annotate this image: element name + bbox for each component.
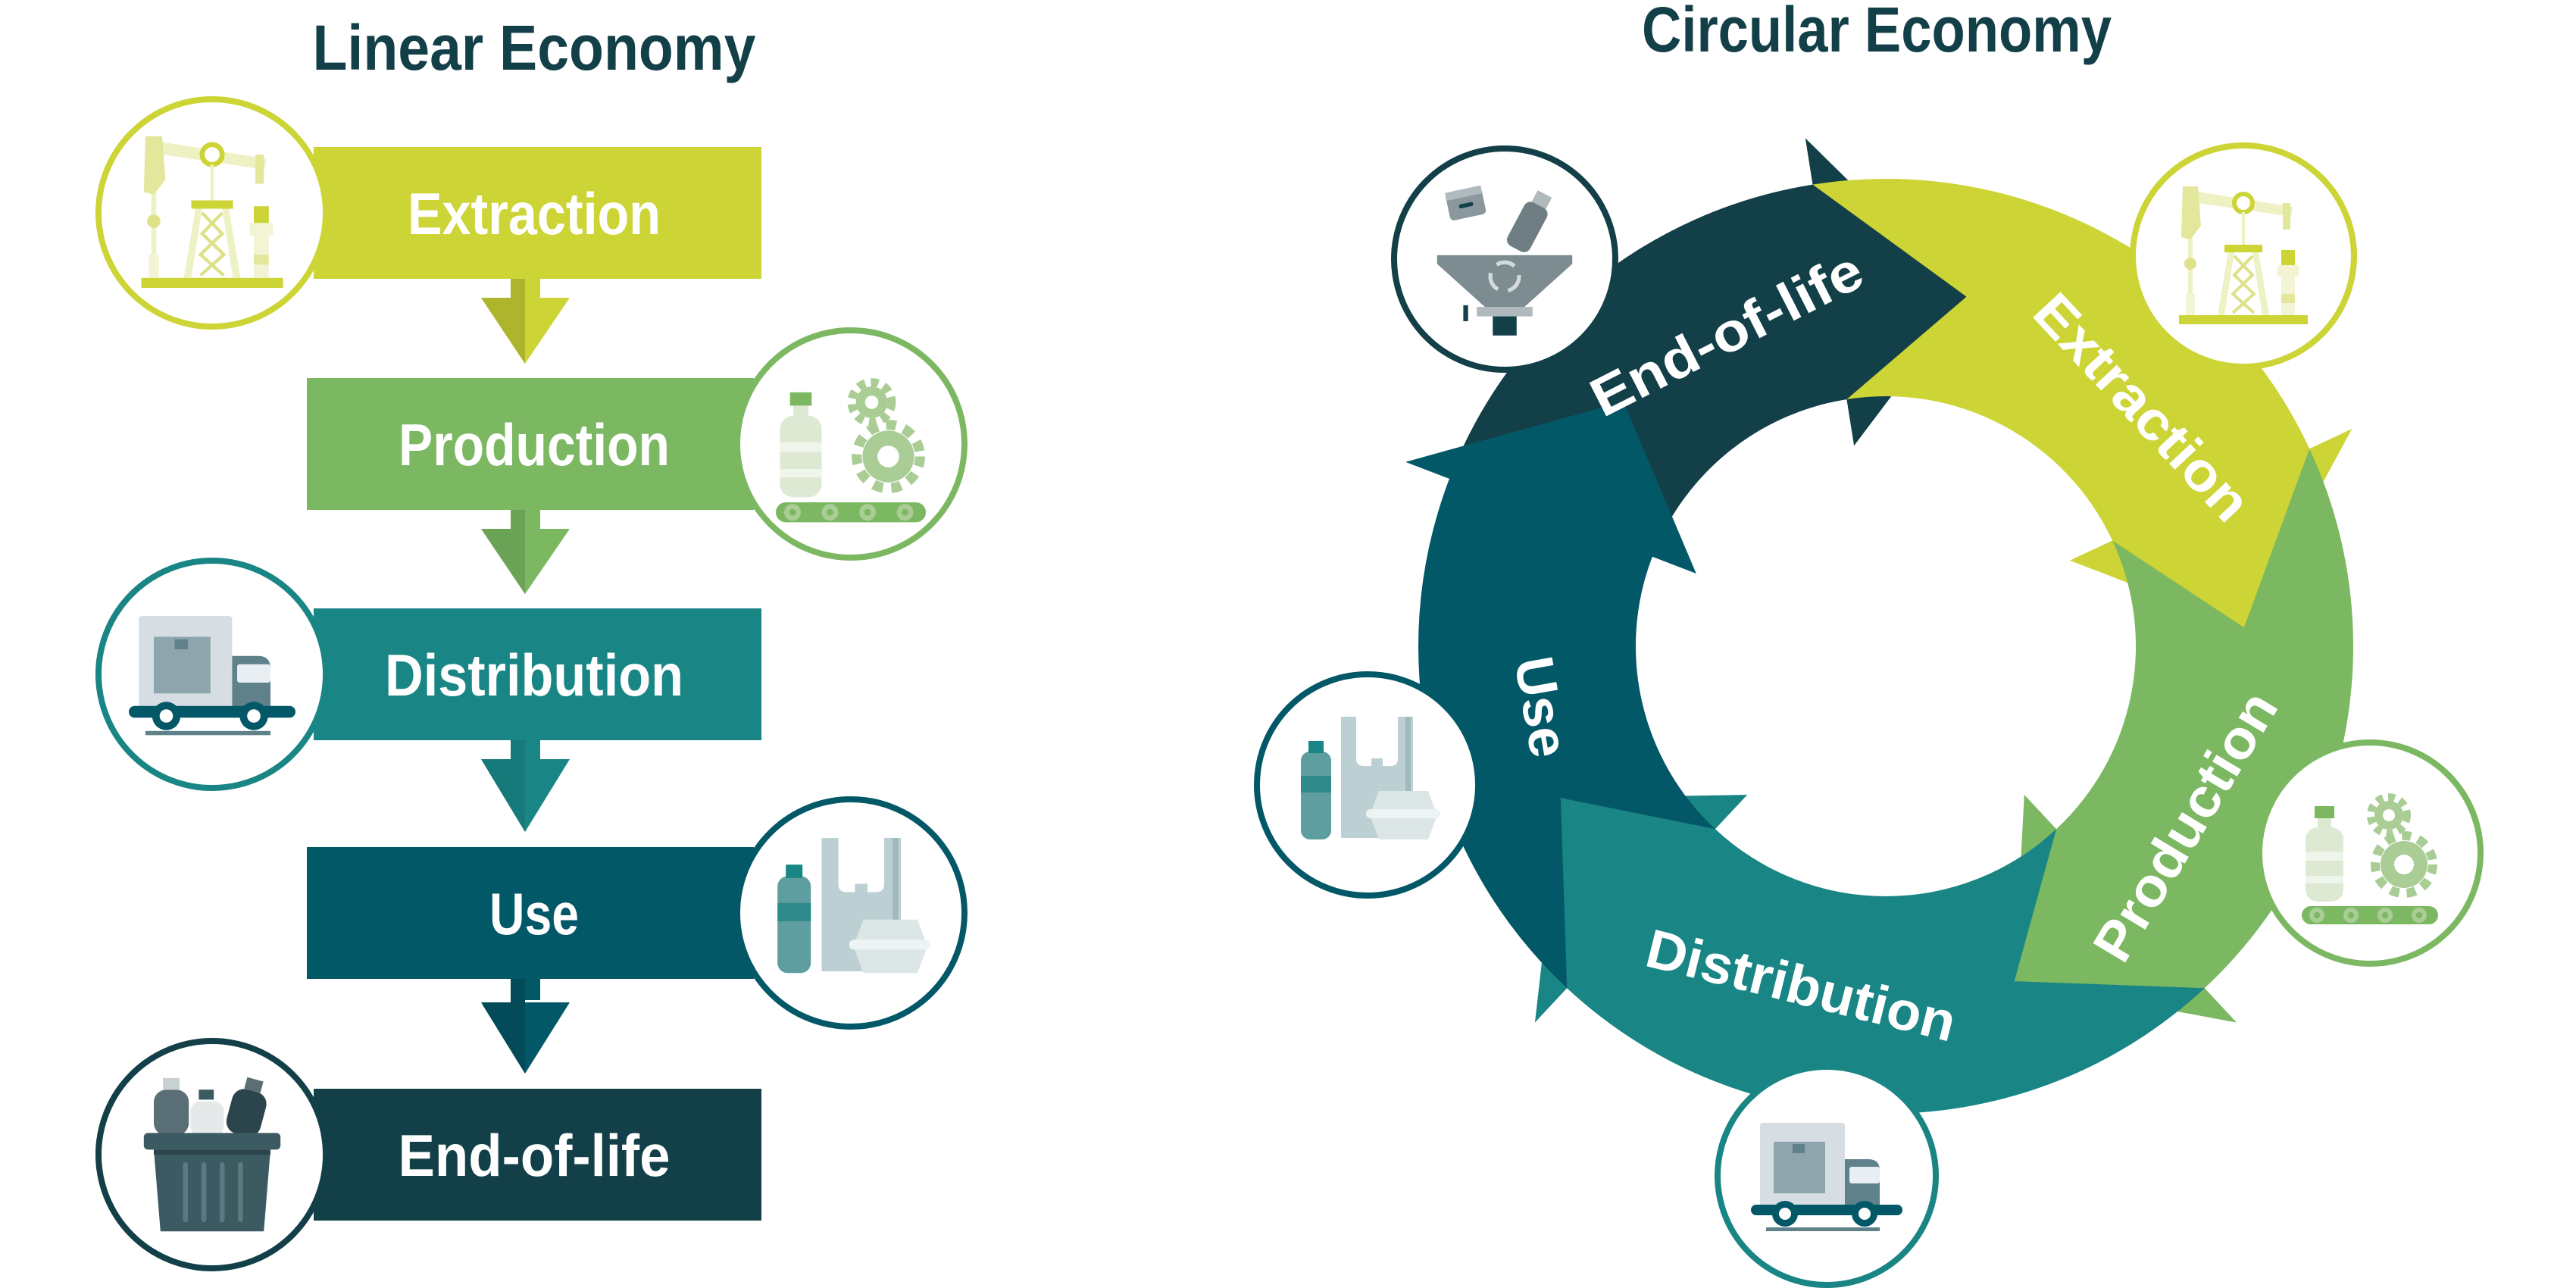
stage-box bbox=[314, 147, 761, 279]
stage-label: Distribution bbox=[385, 642, 683, 708]
linear-flow-arrow bbox=[481, 277, 570, 364]
ring-segment-distribution bbox=[1534, 795, 2205, 1114]
linear-stage-end-of-life: End-of-life bbox=[95, 1038, 761, 1271]
linear-stage-production: Production bbox=[307, 327, 968, 561]
stage-box bbox=[307, 847, 754, 979]
stage-box bbox=[307, 378, 754, 510]
circular-badge-production bbox=[2256, 739, 2484, 967]
stage-label: Extraction bbox=[408, 180, 661, 247]
linear-flow-arrow bbox=[481, 508, 570, 594]
circular-economy-section: Circular Economy End-of-life Extraction … bbox=[1254, 0, 2484, 1288]
ring-segment-use bbox=[1405, 402, 1715, 989]
linear-flow-arrow bbox=[481, 739, 570, 832]
circular-badge-use bbox=[1254, 671, 1481, 899]
circular-badge-extraction bbox=[2130, 142, 2357, 370]
stage-label: End-of-life bbox=[399, 1122, 671, 1189]
circular-badge-distribution bbox=[1715, 1064, 1939, 1288]
icon-badge bbox=[734, 327, 968, 561]
circular-badge-end-of-life bbox=[1391, 145, 1618, 373]
stage-box bbox=[314, 608, 761, 740]
stage-box bbox=[314, 1089, 761, 1221]
ring-segment-extraction bbox=[1812, 179, 2352, 628]
linear-stage-extraction: Extraction bbox=[95, 96, 761, 330]
trash-bin-icon bbox=[144, 1075, 280, 1232]
linear-economy-title: Linear Economy bbox=[313, 12, 756, 83]
stage-label: Production bbox=[399, 411, 670, 478]
stage-label: Use bbox=[489, 880, 579, 947]
circular-ring: End-of-life Extraction Production Distri… bbox=[1405, 138, 2354, 1114]
linear-stage-use: Use bbox=[307, 796, 968, 1030]
linear-flow-arrow bbox=[481, 977, 570, 1074]
icon-badge bbox=[95, 96, 329, 330]
linear-stage-distribution: Distribution bbox=[95, 558, 761, 791]
circular-economy-title: Circular Economy bbox=[1642, 0, 2112, 65]
linear-economy-section: Linear Economy Extraction bbox=[95, 12, 968, 1271]
ring-segment-end-of-life bbox=[1449, 138, 1967, 557]
